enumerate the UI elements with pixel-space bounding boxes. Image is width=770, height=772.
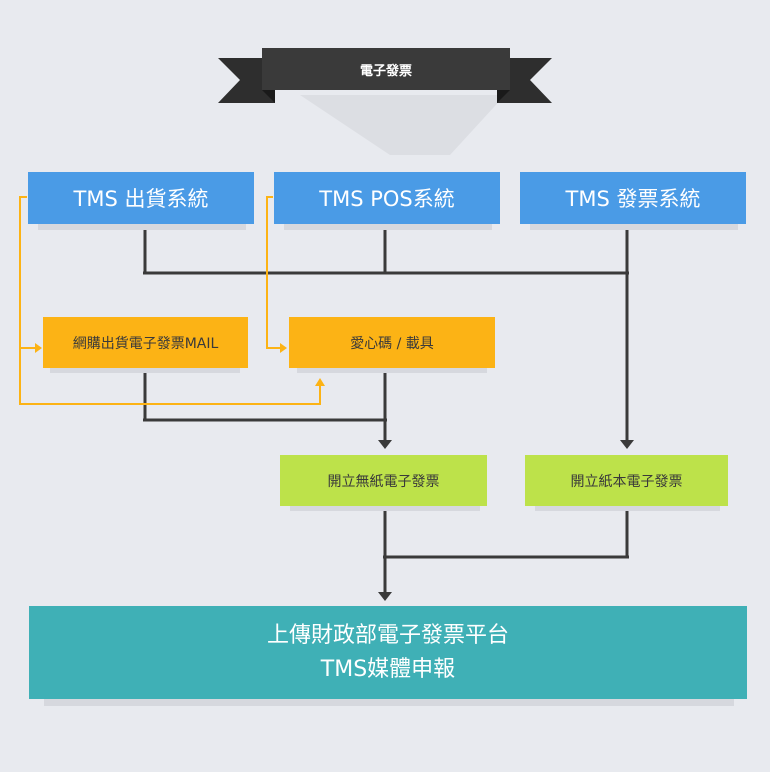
arrow-to-paperless [378,440,392,449]
final-line-1: 上傳財政部電子發票平台 [266,622,509,648]
banner-left-fold [262,90,275,103]
banner-right-tail [497,58,552,103]
main-connectors [143,230,629,592]
carrier-shadow [297,368,487,373]
paperless-box: 開立無紙電子發票 [280,455,487,506]
feedback-arrowheads [35,343,325,386]
final-shadow [44,699,734,706]
mail-shadow [50,368,240,373]
feedback-pos-to-carrier [266,196,280,349]
carrier-box: 愛心碼 / 載具 [289,317,495,368]
paper-box: 開立紙本電子發票 [525,455,728,506]
invoice-system-box: TMS 發票系統 [520,172,746,224]
banner-title: 電子發票 [359,63,412,79]
arrow-to-mail [35,343,42,353]
arrow-to-carrier-bottom [315,378,325,386]
final-box: 上傳財政部電子發票平台 TMS媒體申報 [29,606,747,699]
feedback-connectors [19,196,321,405]
mail-box: 網購出貨電子發票MAIL [43,317,248,368]
banner-body [262,48,510,90]
pos-shadow [284,224,492,230]
pos-system-box: TMS POS系統 [274,172,500,224]
arrow-to-paper [620,440,634,449]
feedback-shipping-to-mail [19,196,36,349]
banner-right-fold [497,90,510,103]
final-line-2: TMS媒體申報 [320,656,456,682]
shipping-system-box: TMS 出貨系統 [28,172,254,224]
invoice-shadow [530,224,738,230]
arrow-to-final [378,592,392,601]
arrow-to-carrier-left [280,343,287,353]
paper-shadow [535,506,720,511]
paperless-shadow [290,506,480,511]
feedback-to-carrier [19,348,321,405]
banner-left-tail [218,58,275,103]
main-arrowheads [378,440,634,601]
shipping-shadow [38,224,246,230]
banner-shadow [300,95,505,155]
